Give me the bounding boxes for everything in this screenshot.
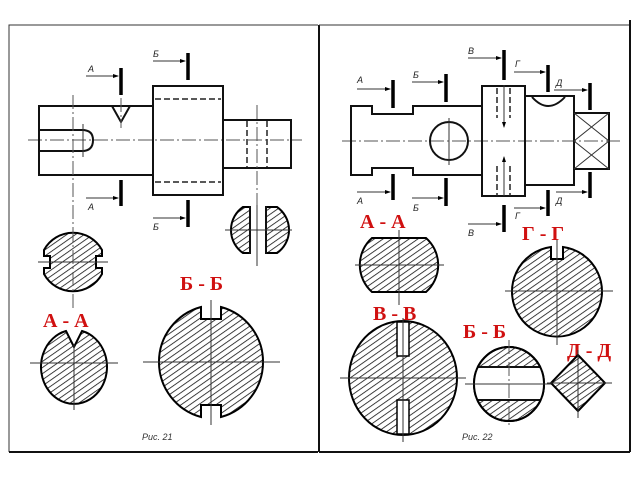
fig21-shaft-view <box>28 85 302 240</box>
caption-fig21: Рис. 21 <box>142 432 173 442</box>
cut-label-a: А <box>356 196 363 206</box>
fig22-section-aa <box>355 230 444 305</box>
section-title-bb-fig21: Б - Б <box>180 273 223 295</box>
fig22-section-bb <box>465 340 555 428</box>
cut-label-d: Д <box>555 196 563 206</box>
frame-right <box>319 20 631 453</box>
section-title-aa-fig21: А - А <box>43 310 89 332</box>
cut-label-v: В <box>468 228 474 238</box>
fig21-section-hole <box>225 205 292 266</box>
fig22-shaft-view <box>342 85 620 197</box>
fig21-section-keyway <box>38 228 108 310</box>
fig22-section-vv <box>340 318 466 442</box>
cut-label-b-top: Б <box>153 49 159 59</box>
cut-label-g: Г <box>515 59 521 69</box>
cut-label-b-bottom: Б <box>153 222 159 232</box>
cut-label-b: Б <box>413 203 419 213</box>
fig22-section-dd <box>547 350 612 418</box>
cut-label-v: В <box>468 46 474 56</box>
fig21-section-aa <box>30 329 118 410</box>
cut-label-g: Г <box>515 211 521 221</box>
fig22-section-gg <box>505 240 613 345</box>
frame-left <box>8 24 320 453</box>
cut-label-a-bottom: А <box>87 202 94 212</box>
fig22-cut-marks: А А Б Б В В Г Г Д Д <box>356 46 592 238</box>
caption-fig22: Рис. 22 <box>462 432 493 442</box>
cut-label-d: Д <box>555 78 563 88</box>
fig21-section-bb <box>143 300 280 425</box>
section-title-gg-fig22: Г - Г <box>522 223 564 245</box>
cut-label-a-top: А <box>87 64 94 74</box>
cut-label-b: Б <box>413 70 419 80</box>
section-title-vv-fig22: В - В <box>373 303 416 325</box>
section-title-bb-fig22: Б - Б <box>463 321 506 343</box>
section-title-aa-fig22: А - А <box>360 211 406 233</box>
fig21-cut-b: Б Б <box>153 49 190 232</box>
cut-label-a: А <box>356 75 363 85</box>
fig21-cut-a: А А <box>86 64 123 212</box>
